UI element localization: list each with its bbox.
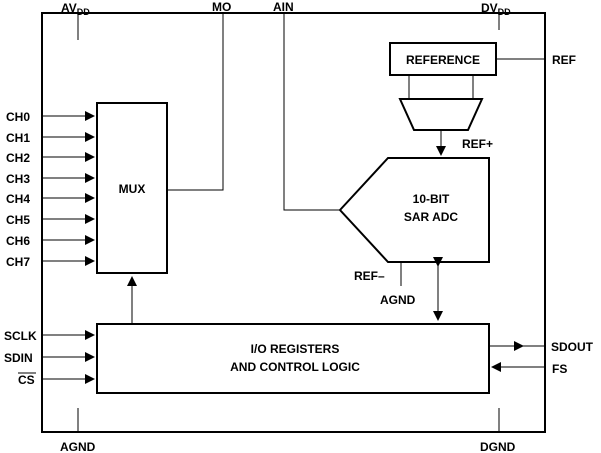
ain-pin-label: AIN	[273, 0, 294, 14]
ch2-label: CH2	[6, 151, 30, 165]
mo-pin-label: MO	[212, 0, 231, 14]
avdd-pin-label: AVDD	[61, 1, 90, 17]
mux-block	[96, 102, 168, 274]
ref-plus-label: REF+	[462, 137, 493, 151]
ref-minus-label: REF–	[354, 269, 385, 283]
io-label-line2: AND CONTROL LOGIC	[230, 360, 360, 374]
ain-connection	[283, 14, 340, 211]
agnd-pin-label: AGND	[60, 440, 96, 453]
io-label-line1: I/O REGISTERS	[251, 342, 340, 356]
adc-label-line1: 10-BIT	[413, 192, 450, 206]
channel-inputs: CH0 CH1 CH2 CH3 CH4 CH5 CH6 CH7	[6, 110, 95, 269]
ch1-label: CH1	[6, 131, 30, 145]
ch3-label: CH3	[6, 172, 30, 186]
adc-label-line2: SAR ADC	[404, 210, 459, 224]
ch7-label: CH7	[6, 255, 30, 269]
sclk-label: SCLK	[4, 329, 37, 343]
ch0-label: CH0	[6, 110, 30, 124]
chip-outline	[41, 12, 546, 433]
mux-label: MUX	[119, 182, 146, 196]
ch6-label: CH6	[6, 234, 30, 248]
ch4-label: CH4	[6, 192, 30, 206]
dgnd-pin-label: DGND	[480, 440, 516, 453]
adc-agnd-label: AGND	[380, 293, 416, 307]
sdin-label: SDIN	[4, 351, 33, 365]
sdout-pin-label: SDOUT	[551, 340, 594, 354]
fs-pin-label: FS	[552, 362, 567, 376]
dvdd-pin-label: DVDD	[481, 1, 511, 17]
ref-buffer	[398, 98, 484, 131]
io-block	[96, 323, 490, 394]
reference-label: REFERENCE	[406, 53, 480, 67]
ref-pin-label: REF	[552, 53, 576, 67]
ch5-label: CH5	[6, 213, 30, 227]
adc-block	[338, 157, 490, 263]
cs-label: CS	[18, 373, 35, 387]
mo-connection	[167, 14, 224, 191]
